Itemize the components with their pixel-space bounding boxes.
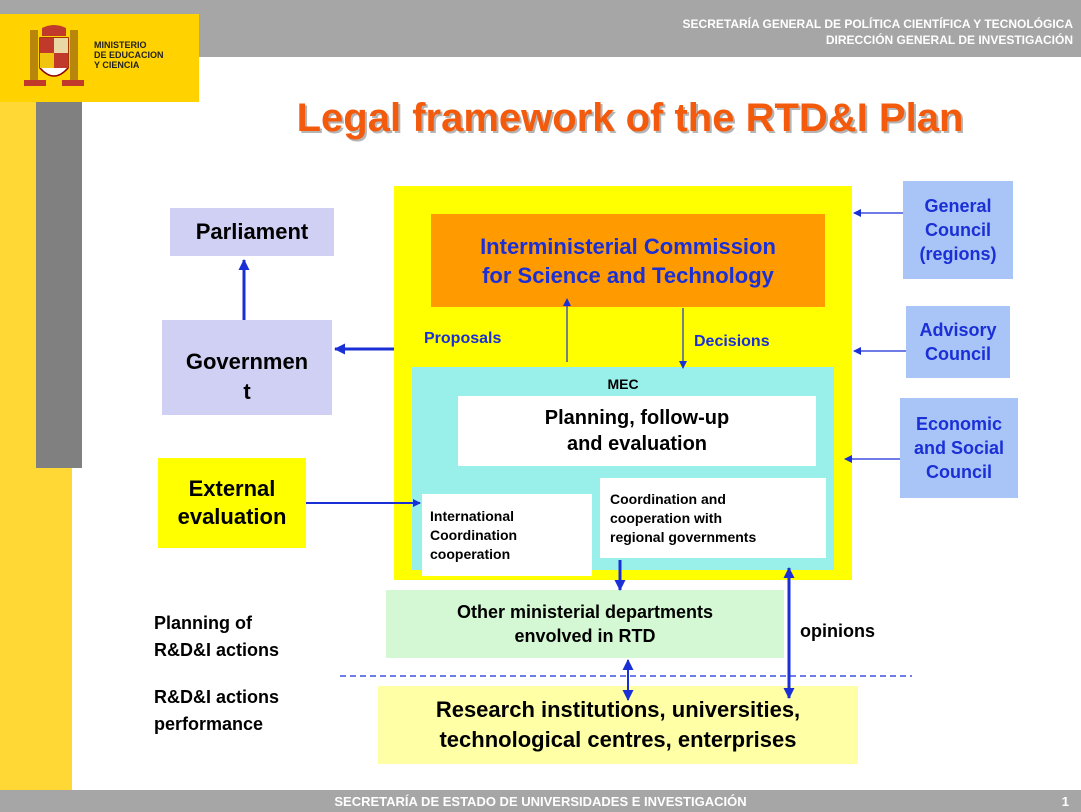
planning-actions-label: Planning of R&D&I actions	[154, 613, 280, 660]
page-number: 1	[1061, 794, 1069, 809]
left-gray-stripe	[36, 100, 82, 468]
footer-text: SECRETARÍA DE ESTADO DE UNIVERSIDADES E …	[334, 794, 747, 809]
research-institutions-box: Research institutions, universities,tech…	[378, 686, 858, 764]
actions-performance-label: R&D&I actions performance	[154, 687, 280, 734]
mec-label: MEC	[607, 376, 639, 392]
ministry-name: MINISTERIO DE EDUCACION Y CIENCIA	[94, 40, 164, 70]
opinions-label: opinions	[800, 621, 875, 641]
footer-bar	[0, 790, 1081, 812]
coat-of-arms-icon	[24, 25, 84, 86]
header-line-1: SECRETARÍA GENERAL DE POLÍTICA CIENTÍFIC…	[682, 17, 1073, 31]
proposals-label: Proposals	[424, 330, 502, 347]
parliament-box: Parliament	[170, 208, 334, 256]
decisions-label: Decisions	[694, 333, 770, 350]
slide-title: Legal framework of the RTD&I Plan	[296, 96, 964, 140]
header-line-2: DIRECCIÓN GENERAL DE INVESTIGACIÓN	[825, 33, 1073, 47]
